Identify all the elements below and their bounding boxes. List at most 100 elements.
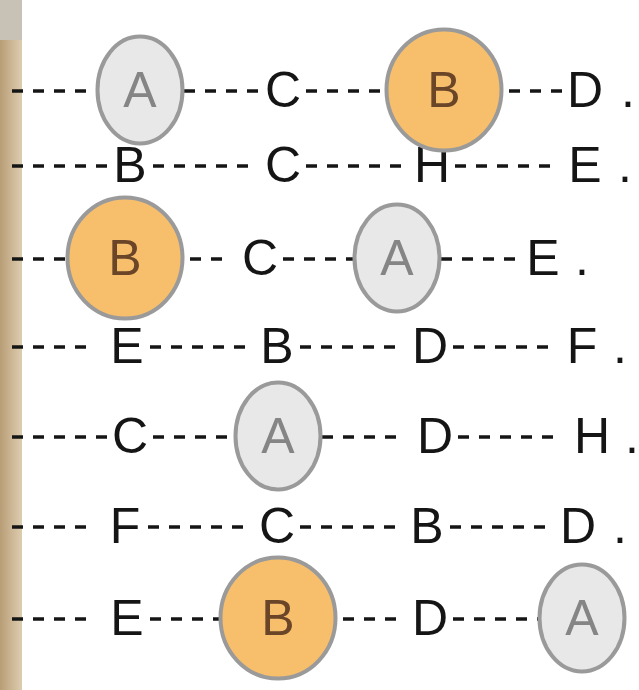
dash <box>54 257 65 261</box>
dash <box>492 525 503 529</box>
dash <box>390 164 401 168</box>
dash <box>211 525 222 529</box>
dash <box>476 164 487 168</box>
dash <box>483 257 494 261</box>
letter-label: E <box>568 140 601 190</box>
period-mark: . <box>613 321 627 371</box>
letter-label: C <box>259 501 295 551</box>
dash <box>234 345 245 349</box>
circled-letter: A <box>123 65 156 115</box>
dash <box>12 257 23 261</box>
dash <box>325 257 336 261</box>
dash <box>33 345 44 349</box>
dash <box>455 164 466 168</box>
dash <box>213 345 224 349</box>
dash <box>322 435 333 439</box>
dash <box>479 435 490 439</box>
dash <box>75 617 86 621</box>
dash <box>216 164 227 168</box>
dash <box>171 345 182 349</box>
dash <box>54 435 65 439</box>
dash <box>96 164 107 168</box>
dash <box>216 435 227 439</box>
letter-label: B <box>113 140 146 190</box>
grey-circle: A <box>352 202 442 314</box>
dash <box>169 525 180 529</box>
grey-circle: A <box>233 380 323 492</box>
dash <box>539 164 550 168</box>
dash <box>385 617 396 621</box>
letter-label: D <box>412 321 448 371</box>
dash <box>148 525 159 529</box>
letter-label: F <box>567 321 598 371</box>
dash <box>190 257 201 261</box>
orange-circle: B <box>65 195 185 321</box>
dash <box>551 89 562 93</box>
dash <box>342 345 353 349</box>
dash <box>348 164 359 168</box>
dash <box>369 89 380 93</box>
dash <box>33 435 44 439</box>
letter-label: F <box>110 501 141 551</box>
dash <box>537 345 548 349</box>
dash <box>283 257 294 261</box>
letter-label: D <box>567 65 603 115</box>
dash <box>54 89 65 93</box>
dash <box>150 617 161 621</box>
circled-letter: B <box>108 233 141 283</box>
dash <box>75 89 86 93</box>
dash <box>474 345 485 349</box>
dash <box>471 525 482 529</box>
dash <box>174 435 185 439</box>
dash <box>450 525 461 529</box>
dash <box>12 345 23 349</box>
dash <box>327 164 338 168</box>
period-mark: . <box>621 65 635 115</box>
dash <box>12 89 23 93</box>
dash <box>363 345 374 349</box>
dash <box>54 617 65 621</box>
dash <box>171 617 182 621</box>
orange-circle: B <box>218 555 338 681</box>
dash <box>516 617 527 621</box>
dash <box>190 525 201 529</box>
letter-label: D <box>417 411 453 461</box>
letter-label: D <box>560 501 596 551</box>
dash <box>500 435 511 439</box>
dash <box>33 89 44 93</box>
dash <box>153 164 164 168</box>
dash <box>75 435 86 439</box>
dash <box>364 435 375 439</box>
dash <box>12 525 23 529</box>
grey-circle: A <box>537 562 627 674</box>
dash <box>495 617 506 621</box>
dash <box>205 89 216 93</box>
dash <box>12 617 23 621</box>
dash <box>96 435 107 439</box>
dash <box>232 525 243 529</box>
dash <box>304 257 315 261</box>
dash <box>54 345 65 349</box>
dash <box>12 164 23 168</box>
grey-circle: A <box>95 34 185 146</box>
dash <box>33 525 44 529</box>
dash <box>321 345 332 349</box>
dash <box>534 525 545 529</box>
dash <box>75 164 86 168</box>
dash <box>474 617 485 621</box>
dash <box>174 164 185 168</box>
dash <box>153 435 164 439</box>
letter-label: B <box>260 321 293 371</box>
dash <box>321 525 332 529</box>
circled-letter: B <box>427 65 460 115</box>
dash <box>516 345 527 349</box>
dash <box>343 617 354 621</box>
letter-label: C <box>265 140 301 190</box>
dash <box>306 164 317 168</box>
dash <box>530 89 541 93</box>
dash <box>300 525 311 529</box>
dash <box>518 164 529 168</box>
letter-label: E <box>110 321 143 371</box>
dash <box>237 164 248 168</box>
circled-letter: A <box>261 411 294 461</box>
